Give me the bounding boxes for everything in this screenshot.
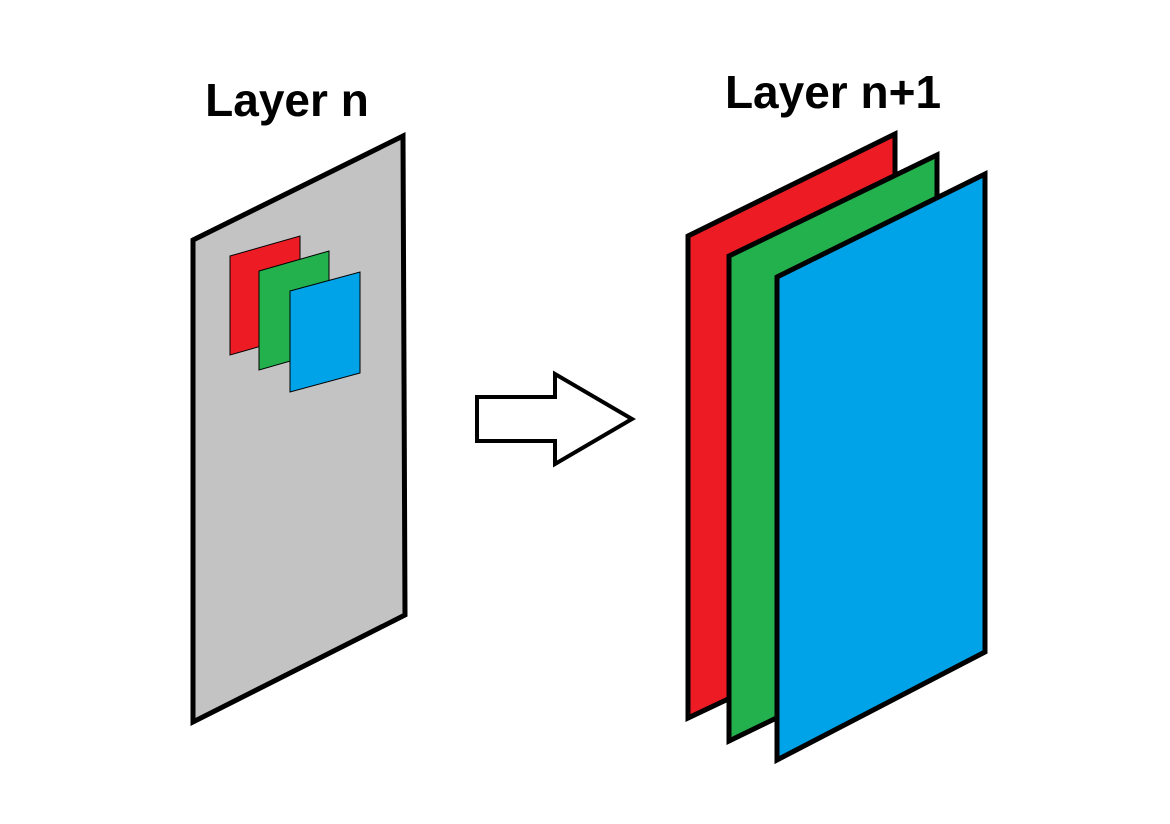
layer-n-group xyxy=(190,131,408,727)
large-blue-feature-map xyxy=(774,169,988,765)
layer-n-plus-1-title: Layer n+1 xyxy=(725,66,941,118)
layer-n-plus-1-group xyxy=(685,129,988,765)
layer-n-plane xyxy=(190,131,408,727)
small-blue-feature-map xyxy=(289,271,361,393)
layer-n-title: Layer n xyxy=(205,74,369,126)
right-arrow xyxy=(475,370,636,468)
